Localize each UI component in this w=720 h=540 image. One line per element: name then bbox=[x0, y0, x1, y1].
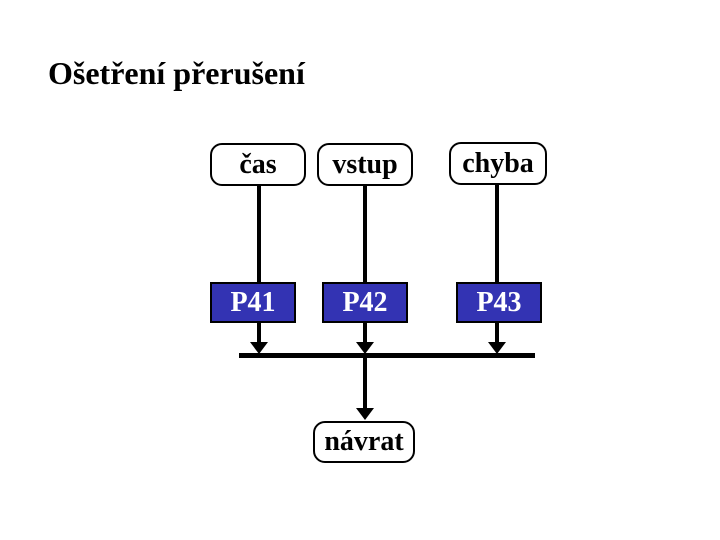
arrow-p43-stem bbox=[495, 323, 499, 343]
arrow-p42-arrowhead-icon bbox=[356, 342, 374, 354]
connector-cas-to-p41 bbox=[257, 186, 261, 282]
merge-bus-line bbox=[239, 353, 535, 358]
slide-title: Ošetření přerušení bbox=[48, 55, 305, 91]
connector-vstup-to-p42 bbox=[363, 185, 367, 282]
arrow-p43-arrowhead-icon bbox=[488, 342, 506, 354]
handler-box-p43: P43 bbox=[456, 282, 542, 323]
handler-box-p41: P41 bbox=[210, 282, 296, 323]
connector-chyba-to-p43 bbox=[495, 185, 499, 282]
source-box-vstup: vstup bbox=[317, 143, 413, 186]
source-box-chyba: chyba bbox=[449, 142, 547, 185]
handler-box-p42: P42 bbox=[322, 282, 408, 323]
arrow-p42-stem bbox=[363, 323, 367, 343]
return-box-navrat: návrat bbox=[313, 421, 415, 463]
arrow-p41-arrowhead-icon bbox=[250, 342, 268, 354]
source-box-cas: čas bbox=[210, 143, 306, 186]
arrow-return-arrowhead-icon bbox=[356, 408, 374, 420]
arrow-return-stem bbox=[363, 358, 367, 409]
arrow-p41-stem bbox=[257, 323, 261, 343]
